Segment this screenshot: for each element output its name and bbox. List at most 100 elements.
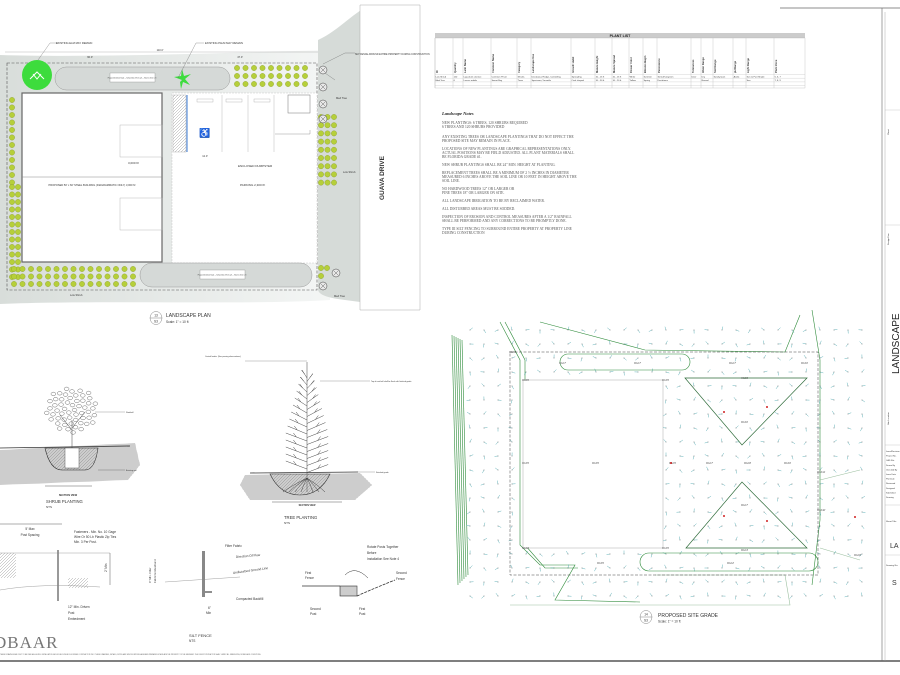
spot-elevation: 12.7' xyxy=(743,505,748,507)
spot-elevation: 12.2' xyxy=(729,563,734,565)
plant-list-cell: 6 xyxy=(454,80,456,82)
low-shrub-icon xyxy=(324,130,331,137)
low-shrub-icon xyxy=(242,65,249,71)
plant-list-cell: Dry xyxy=(702,76,706,79)
first-post-2: Post xyxy=(359,612,365,616)
low-shrub-icon xyxy=(87,281,94,287)
shrub-rootball-label: Rootball xyxy=(126,411,134,414)
embed-2: Fabric Embedment xyxy=(153,559,157,583)
sheet-title-label: Sheet Title xyxy=(886,520,897,523)
note-line: INSPECTION OF EROSION AND CONTROL MEASUR… xyxy=(442,215,572,219)
tree-rootball xyxy=(269,473,331,496)
low-shrub-icon xyxy=(45,266,51,272)
filter-fabric: Filter Fabric xyxy=(225,544,242,548)
drain-area-top xyxy=(684,377,808,446)
low-shrub-icon xyxy=(234,81,240,87)
spot-elevation: 13.5' xyxy=(599,563,604,565)
plant-list-cell: Spreading xyxy=(572,76,583,79)
spot-elevation: 13.5' xyxy=(511,352,516,354)
low-shrub-icon xyxy=(9,229,15,235)
first-post-1: First xyxy=(359,607,365,611)
fasteners-3: Min. 3 Per Post. xyxy=(74,540,97,544)
plant-list-cell: Summer xyxy=(644,76,653,79)
dimension-space: 12.0' xyxy=(202,154,208,158)
note-line: BE FLORIDA GRADE #1. xyxy=(442,155,482,159)
plant-list-column-header: Water Range xyxy=(701,57,705,73)
spot-elevations: 13.5'12.7'12.7'12.7'13.0'13.5'13.5'13.6'… xyxy=(509,351,862,565)
low-shrub-icon xyxy=(28,281,34,287)
low-shrub-icon xyxy=(324,163,331,170)
callout-leaders xyxy=(37,42,355,135)
drain-area-bottom xyxy=(685,481,808,549)
ground-line: Undisturbed Ground Line xyxy=(233,566,269,575)
plant-list-column-header: Growth Habit xyxy=(571,57,575,73)
plant-list-cell: Deciduous Hedge, Controlling xyxy=(532,76,562,79)
low-shrub-icon xyxy=(9,221,15,228)
plant-list-column-header: Common Name xyxy=(491,53,495,73)
spot-elevation: 12.5' xyxy=(671,463,676,465)
plant-list-cell: Sun to Part Shade xyxy=(747,76,766,79)
spot-elevation: 13.5' xyxy=(664,548,669,550)
swale-top-label: Proposed Detention Swale — Surface Area:… xyxy=(108,77,157,80)
drawing-no-label: Drawing No. xyxy=(886,564,898,567)
existing-palm-tree-icon xyxy=(174,69,191,89)
low-shrub-icon xyxy=(293,65,300,71)
spot-elevation: 13.5' xyxy=(594,463,599,465)
low-shrub-icon xyxy=(318,273,324,279)
note-line: ANY EXISTING TREES OR LANDSCAPE PLANTING… xyxy=(442,135,574,139)
low-shrub-icon xyxy=(15,259,21,265)
low-shrub-icon xyxy=(19,281,26,287)
low-shrub-icon xyxy=(36,273,43,280)
low-shrub-icon xyxy=(9,206,15,213)
low-shrub-icon xyxy=(62,273,68,280)
second-post-1: Second xyxy=(310,607,321,611)
spot-elevation: 12.3' xyxy=(743,550,748,552)
title-block-field: Issue Date xyxy=(886,473,897,476)
spot-elevation: 12.7' xyxy=(561,363,566,365)
low-shrub-icon xyxy=(9,184,15,190)
embed-1: 6" Min. Filter xyxy=(148,567,152,583)
driven-post-2: Post xyxy=(68,611,74,615)
low-shrub-icon xyxy=(104,273,111,280)
plant-list-cell: 7, 8, 9 xyxy=(775,80,782,82)
low-shrub-icon xyxy=(53,281,60,287)
swale-top-label-box xyxy=(109,72,156,83)
low-shrub-icon xyxy=(104,266,111,272)
low-shrub-icon xyxy=(331,179,337,186)
tree-section-label: SECTION VIEW xyxy=(299,505,317,507)
shrub-section-label: SECTION VIEW xyxy=(59,494,78,497)
note-line: DURING CONSTRUCTION xyxy=(442,231,485,235)
low-shrub-icon xyxy=(9,251,15,258)
low-shrub-icon xyxy=(11,281,17,287)
plant-list-column-header: Blooms Begin xyxy=(643,55,647,73)
spot-elevation: 13.0' xyxy=(524,548,529,550)
plant-list-cell: Laurus nobilis xyxy=(464,79,478,82)
plant-list-column-header: Plant Zone xyxy=(774,59,778,73)
spot-elevation: 13.5' xyxy=(524,463,529,465)
note-line: PINE TREES 18" OR LARGER ON SITE. xyxy=(442,191,504,195)
grade-property-line xyxy=(509,351,819,576)
sheet-title: LA xyxy=(890,543,899,550)
dumpster-label: ENCLOSED DUMPSTER xyxy=(238,164,273,168)
second-fence-2: Fence xyxy=(396,577,405,581)
low-shrub-icon xyxy=(45,281,51,287)
disclaimer: THESE DRAWINGS ARE ONLY TO BE USED AS A … xyxy=(0,653,262,656)
plant-list-cell: Sweet Bay xyxy=(492,79,503,82)
plant-list-cell: Med Tree xyxy=(436,79,446,82)
note-line: ALL LANDSCAPE IRRIGATION TO BE BY RECLAI… xyxy=(442,199,545,203)
two-min: 2' Min xyxy=(104,563,108,572)
spot-elevation: 13.0' xyxy=(786,463,791,465)
low-shrub-icon xyxy=(130,281,136,287)
low-shrub-icon xyxy=(318,155,324,161)
low-shrub-icon xyxy=(9,149,15,156)
title-sheet: S3 xyxy=(154,320,158,324)
plant-list-column-header: ID xyxy=(435,70,439,73)
plant-list-cell: Trees xyxy=(518,79,524,82)
low-shrub-icon xyxy=(62,281,68,287)
shrub-planting-detail: SECTION VIEW SHRUB PLANTING NTS Rootball… xyxy=(0,386,140,509)
low-shrub-icon xyxy=(87,266,94,272)
plant-list-cell: Spring xyxy=(644,79,651,82)
post-spacing-b: Post Spacing xyxy=(21,533,40,537)
note-line: NO HARDWOOD TREES 12" OR LARGER OR xyxy=(442,187,515,191)
